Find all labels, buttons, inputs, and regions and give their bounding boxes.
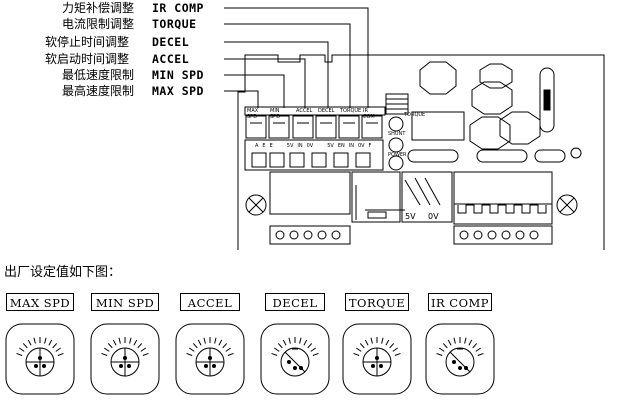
led-label-shunt: SHUNT — [388, 131, 406, 137]
pot-label: MIN SPD — [270, 108, 281, 120]
caption: 出厂设定值如下图： — [4, 265, 122, 280]
knob-dial — [342, 323, 412, 395]
annotation-cn: 电流限制调整 — [62, 17, 135, 31]
mount-screw-left — [245, 194, 267, 216]
annotation-en: MIN SPD — [152, 68, 204, 82]
pot-row — [245, 115, 383, 139]
terminal-block-right — [453, 171, 553, 205]
mount-screw-right — [556, 194, 578, 216]
relay — [539, 67, 555, 133]
annotation-cn: 力矩补偿调整 — [62, 1, 135, 15]
annotation-cn: 最高速度限制 — [62, 84, 135, 98]
jumper-label: TORQUE — [404, 112, 426, 118]
knob-label: DECEL — [265, 293, 325, 311]
terminal-block-mid — [351, 171, 401, 223]
annotation-en: TORQUE — [152, 17, 197, 31]
pot-label: TORQUE — [340, 108, 362, 114]
knob-dial — [175, 323, 245, 395]
terminal-labels: A E E 5V IN 0V 5V EN IN 0V F — [255, 143, 372, 149]
knob-label: MAX SPD — [6, 293, 74, 311]
terminal-row-box — [244, 139, 384, 171]
annotation-en: IR COMP — [152, 1, 204, 15]
pot-label: DECEL — [318, 108, 335, 114]
led-label-power: POWER — [388, 152, 407, 158]
annotation-cn: 软停止时间调整 — [45, 35, 130, 49]
knob-label: TORQUE — [345, 293, 409, 311]
jumper-block — [385, 93, 409, 115]
screw-terminals-left — [269, 225, 351, 245]
capacitors — [419, 61, 541, 150]
pot-label: ACCEL — [296, 108, 313, 114]
annotation-en: DECEL — [152, 35, 190, 49]
screw-terminals-right — [453, 225, 553, 245]
pot-strip — [244, 106, 386, 116]
pot-label: IR COM — [363, 108, 375, 120]
leader-lines — [224, 7, 369, 108]
terminal-block-left — [269, 171, 351, 215]
led-1 — [388, 116, 404, 132]
knob-dial — [90, 323, 160, 395]
led-2 — [388, 137, 404, 153]
screw-heads — [275, 230, 539, 240]
terminal-slots — [251, 152, 371, 168]
knob-dial — [425, 323, 495, 395]
annotation-cn: 软启动时间调整 — [45, 52, 130, 66]
annotation-en: MAX SPD — [152, 84, 204, 98]
knob-label: MIN SPD — [91, 293, 159, 311]
bottom-label-0v: 0V — [428, 212, 439, 221]
bottom-label-5v: 5V — [405, 212, 416, 221]
annotation-cn: 最低速度限制 — [62, 68, 135, 82]
annotation-en: ACCEL — [152, 52, 190, 66]
led-3 — [388, 155, 404, 171]
knob-label: ACCEL — [180, 293, 240, 311]
terminal-block-mid2 — [401, 171, 453, 223]
knob-label: IR COMP — [428, 293, 492, 311]
knob-dial — [260, 323, 330, 395]
knob-dial — [5, 323, 75, 395]
pot-label: MAX SPD — [247, 108, 259, 120]
